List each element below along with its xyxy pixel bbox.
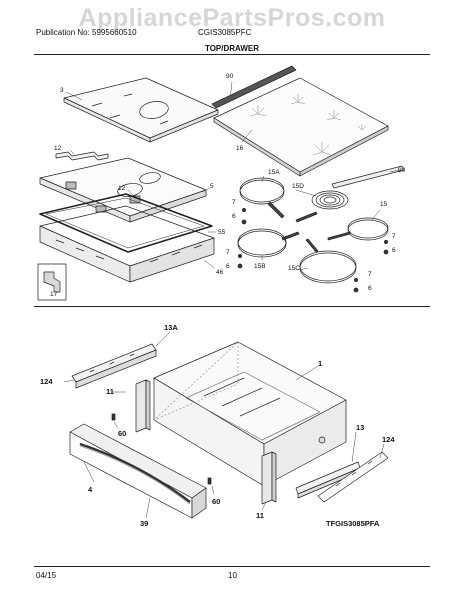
callout-124-left: 124: [40, 377, 53, 386]
drawer-screws: [111, 413, 212, 485]
callout-13: 13: [356, 423, 364, 432]
glass-cooktop: [213, 77, 389, 177]
trim-strip-lower: [331, 165, 405, 189]
callout-60-left: 60: [118, 429, 126, 438]
bottom-divider: [34, 566, 430, 567]
callout-1: 1: [318, 359, 322, 368]
callout-15: 15: [380, 201, 388, 208]
callout-12-lower: 12: [118, 185, 126, 192]
gasket-frame: [39, 193, 213, 253]
callout-90-lower: 90: [398, 167, 406, 174]
callout-15c: 15C: [288, 265, 300, 272]
watermark: AppliancePartsPros.com: [78, 4, 386, 32]
callout-46: 46: [216, 269, 224, 276]
drawer-handle: [79, 442, 191, 505]
callout-7-a: 7: [232, 199, 236, 206]
callout-labels: 3 90 16 12 15A 15D 90 12 5 7 6 15 7 6 55…: [40, 73, 406, 528]
callout-6-a: 6: [232, 213, 236, 220]
callout-15b: 15B: [254, 263, 266, 270]
rear-rail-bracket-right: [317, 451, 389, 503]
callout-13a: 13A: [164, 323, 178, 332]
radiant-element-15b: [237, 228, 300, 258]
callout-6-c: 6: [226, 263, 230, 270]
coil-element-15d: [295, 190, 349, 223]
callout-4: 4: [88, 485, 93, 494]
model-number: CGIS3085PFC: [198, 28, 252, 37]
radiant-element-15: [327, 217, 389, 241]
diagram-code: TFGIS3085PFA: [326, 519, 380, 528]
drawer-glide-left: [135, 379, 151, 433]
callout-124-right: 124: [382, 435, 395, 444]
callout-6-b: 6: [392, 247, 396, 254]
callout-11-right: 11: [256, 511, 264, 520]
callout-12-upper: 12: [54, 145, 62, 152]
publication-number: Publication No: 5995660510: [36, 28, 137, 37]
callout-60-right: 60: [212, 497, 220, 506]
callout-16: 16: [236, 145, 244, 152]
callout-90-upper: 90: [226, 73, 234, 80]
top-heat-shield-plate: [63, 77, 219, 143]
callout-15a: 15A: [268, 169, 280, 176]
footer-date: 04/15: [36, 571, 57, 580]
section-title: TOP/DRAWER: [204, 44, 260, 53]
callout-15d: 15D: [292, 183, 304, 190]
callout-7-c: 7: [226, 249, 230, 256]
callout-7-b: 7: [392, 233, 396, 240]
drawer-glide-right: [261, 451, 277, 505]
top-divider: [34, 54, 430, 55]
screws-and-clips: [237, 208, 389, 293]
upper-bracket: [55, 151, 109, 161]
callout-5: 5: [210, 183, 214, 190]
callout-39: 39: [140, 519, 148, 528]
callout-17: 17: [50, 291, 58, 298]
radiant-element-15c: [299, 238, 357, 284]
callout-6-d: 6: [368, 285, 372, 292]
drawer-slide-rail-left: [71, 343, 157, 389]
clip-inset-box: [37, 263, 67, 301]
middle-divider: [34, 306, 430, 307]
drawer-body: [153, 341, 347, 487]
callout-11-left: 11: [106, 387, 114, 396]
callout-55: 55: [218, 229, 226, 236]
callout-3: 3: [60, 87, 64, 94]
trim-strip-upper: [211, 65, 297, 109]
footer-page-number: 10: [228, 571, 237, 580]
frame-wrap: [39, 205, 215, 283]
leader-lines: [63, 81, 401, 519]
radiant-element-15a: [239, 177, 285, 219]
callout-7-d: 7: [368, 271, 372, 278]
